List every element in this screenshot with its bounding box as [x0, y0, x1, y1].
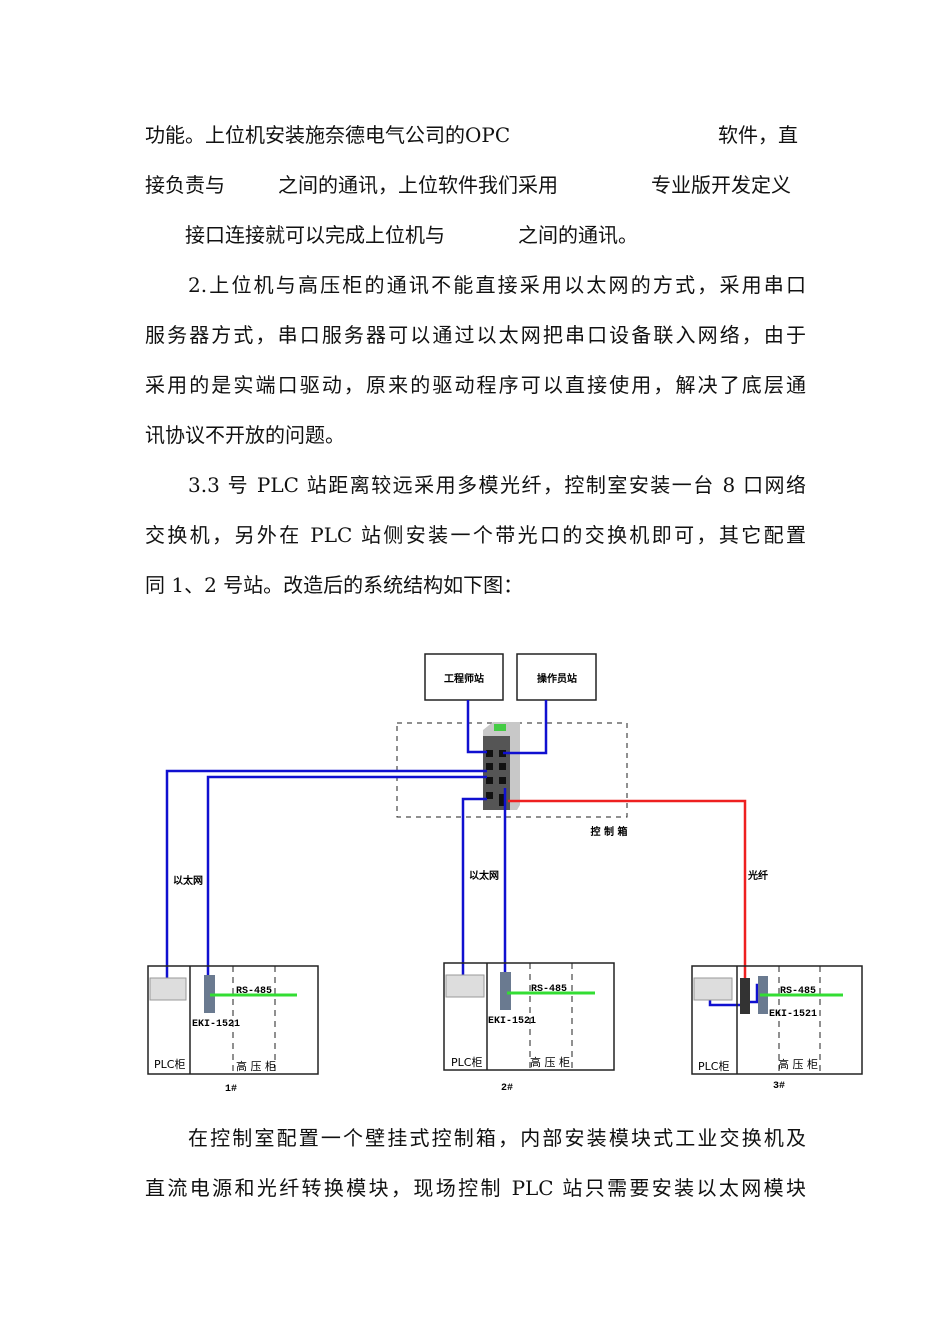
text-line: 功能。上位机安装施奈德电气公司的OPC — [145, 123, 511, 147]
fiber-converter-icon — [740, 978, 750, 1014]
fiber-link — [508, 799, 747, 1000]
text-line: 3.3 号 PLC 站距离较远采用多模光纤，控制室安装一台 8 口网络 — [188, 473, 806, 497]
operator-station-box — [516, 653, 597, 701]
text-line: 专业版开发定义 — [651, 173, 791, 197]
svg-text:EKI-1521: EKI-1521 — [769, 1009, 817, 1020]
fiber-label: 光纤 — [747, 869, 768, 882]
text-line: 之间的通讯。 — [518, 223, 638, 247]
svg-text:RS-485: RS-485 — [236, 986, 272, 997]
text-line: 讯协议不开放的问题。 — [145, 423, 345, 447]
station-2: RS-485 EKI-1521 PLC柜 高 压 柜 2# — [443, 962, 615, 1094]
svg-text:3#: 3# — [773, 1081, 785, 1092]
text-line: 服务器方式，串口服务器可以通过以太网把串口设备联入网络，由于 — [145, 323, 806, 347]
plc-icon — [149, 977, 187, 1001]
ethernet-label: 以太网 — [173, 874, 203, 887]
svg-text:EKI-1521: EKI-1521 — [192, 1019, 240, 1030]
text-line: 直流电源和光纤转换模块，现场控制 PLC 站只需要安装以太网模块 — [145, 1176, 806, 1200]
eki-module-icon — [500, 972, 511, 1010]
svg-text:1#: 1# — [225, 1084, 237, 1095]
svg-text:PLC柜: PLC柜 — [451, 1056, 482, 1069]
svg-text:高 压 柜: 高 压 柜 — [236, 1059, 276, 1073]
svg-text:2#: 2# — [501, 1083, 513, 1094]
text-line: 在控制室配置一个壁挂式控制箱，内部安装模块式工业交换机及 — [188, 1126, 806, 1150]
engineer-station-label: 工程师站 — [444, 672, 484, 685]
text-line: 之间的通讯，上位软件我们采用 — [278, 173, 558, 197]
operator-station-label: 操作员站 — [537, 672, 577, 685]
svg-text:PLC柜: PLC柜 — [698, 1060, 729, 1073]
text-line: 软件，直 — [718, 123, 798, 147]
text-line: 接负责与 — [145, 173, 225, 197]
svg-text:EKI-1521: EKI-1521 — [488, 1016, 536, 1027]
text-line: 2.上位机与高压柜的通讯不能直接采用以太网的方式，采用串口 — [188, 273, 806, 297]
ethernet-label: 以太网 — [469, 869, 499, 882]
station-3: RS-485 EKI-1521 PLC柜 高 压 柜 3# — [691, 965, 863, 1092]
ethernet-links — [165, 700, 762, 1007]
svg-text:高 压 柜: 高 压 柜 — [530, 1055, 570, 1069]
plc-icon — [693, 977, 733, 1001]
text-line: 采用的是实端口驱动，原来的驱动程序可以直接使用，解决了底层通 — [145, 373, 806, 397]
svg-text:PLC柜: PLC柜 — [154, 1058, 185, 1071]
ethernet-switch-icon — [483, 722, 520, 810]
text-line: 接口连接就可以完成上位机与 — [185, 223, 445, 247]
svg-text:高 压 柜: 高 压 柜 — [778, 1057, 818, 1071]
eki-module-icon — [204, 975, 215, 1013]
text-line: 同 1、2 号站。改造后的系统结构如下图： — [145, 573, 524, 597]
svg-text:RS-485: RS-485 — [531, 984, 567, 995]
plc-icon — [445, 974, 485, 998]
station-1: RS-485 EKI-1521 PLC柜 高 压 柜 1# — [147, 965, 319, 1095]
text-line: 交换机，另外在 PLC 站侧安装一个带光口的交换机即可，其它配置 — [145, 523, 806, 547]
control-box-label: 控 制 箱 — [591, 825, 628, 838]
engineer-station-box — [424, 653, 504, 701]
svg-text:RS-485: RS-485 — [780, 986, 816, 997]
